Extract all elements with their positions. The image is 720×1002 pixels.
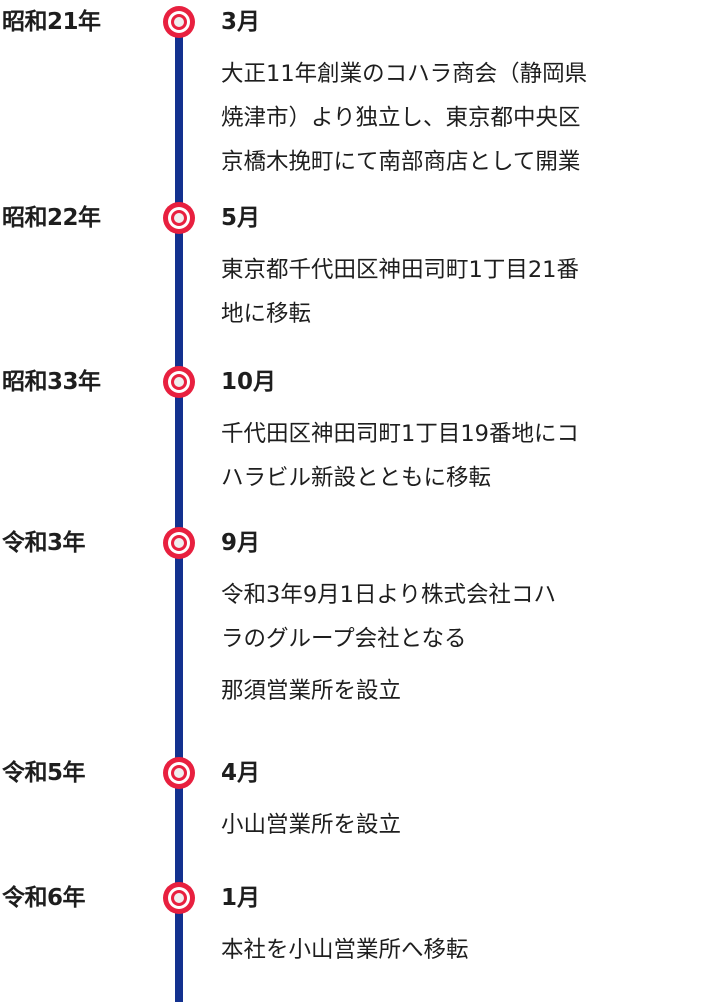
target-marker-icon (163, 6, 195, 38)
description-line: 大正11年創業のコハラ商会（静岡県 (221, 61, 588, 87)
entry-month: 5月 (221, 205, 261, 231)
description-line: 千代田区神田司町1丁目19番地にコ (221, 421, 579, 447)
target-marker-icon (163, 757, 195, 789)
target-marker-icon (163, 527, 195, 559)
entry-month: 10月 (221, 369, 277, 395)
description-line: 東京都千代田区神田司町1丁目21番 (221, 257, 579, 283)
description-paragraph: 東京都千代田区神田司町1丁目21番 地に移転 (221, 248, 716, 336)
description-line: 小山営業所を設立 (221, 812, 402, 838)
description-paragraph: 千代田区神田司町1丁目19番地にコ ハラビル新設とともに移転 (221, 412, 716, 500)
description-line: 地に移転 (221, 301, 312, 327)
description-line: 焼津市）より独立し、東京都中央区 (221, 105, 581, 131)
target-marker-icon (163, 882, 195, 914)
entry-month: 9月 (221, 530, 261, 556)
entry-month: 1月 (221, 885, 261, 911)
timeline-line (175, 22, 183, 1002)
description-line: 京橋木挽町にて南部商店として開業 (221, 149, 581, 175)
entry-year: 令和5年 (2, 760, 86, 786)
entry-description: 本社を小山営業所へ移転 (221, 928, 716, 972)
description-line: 本社を小山営業所へ移転 (221, 937, 469, 963)
entry-description: 千代田区神田司町1丁目19番地にコ ハラビル新設とともに移転 (221, 412, 716, 500)
entry-year: 昭和33年 (2, 369, 101, 395)
entry-year: 昭和22年 (2, 205, 101, 231)
description-line: 令和3年9月1日より株式会社コハ (221, 582, 556, 608)
description-line: 那須営業所を設立 (221, 678, 402, 704)
description-paragraph: 大正11年創業のコハラ商会（静岡県 焼津市）より独立し、東京都中央区 京橋木挽町… (221, 52, 716, 184)
description-line: ラのグループ会社となる (221, 626, 467, 652)
description-paragraph: 令和3年9月1日より株式会社コハ ラのグループ会社となる (221, 573, 716, 661)
target-marker-icon (163, 202, 195, 234)
entry-description: 東京都千代田区神田司町1丁目21番 地に移転 (221, 248, 716, 336)
entry-year: 令和3年 (2, 530, 86, 556)
description-paragraph: 那須営業所を設立 (221, 669, 716, 713)
entry-month: 3月 (221, 9, 261, 35)
target-marker-icon (163, 366, 195, 398)
entry-description: 小山営業所を設立 (221, 803, 716, 847)
description-paragraph: 本社を小山営業所へ移転 (221, 928, 716, 972)
entry-year: 令和6年 (2, 885, 86, 911)
description-line: ハラビル新設とともに移転 (221, 465, 492, 491)
entry-year: 昭和21年 (2, 9, 101, 35)
description-paragraph: 小山営業所を設立 (221, 803, 716, 847)
entry-month: 4月 (221, 760, 261, 786)
entry-description: 令和3年9月1日より株式会社コハ ラのグループ会社となる 那須営業所を設立 (221, 573, 716, 713)
entry-description: 大正11年創業のコハラ商会（静岡県 焼津市）より独立し、東京都中央区 京橋木挽町… (221, 52, 716, 184)
